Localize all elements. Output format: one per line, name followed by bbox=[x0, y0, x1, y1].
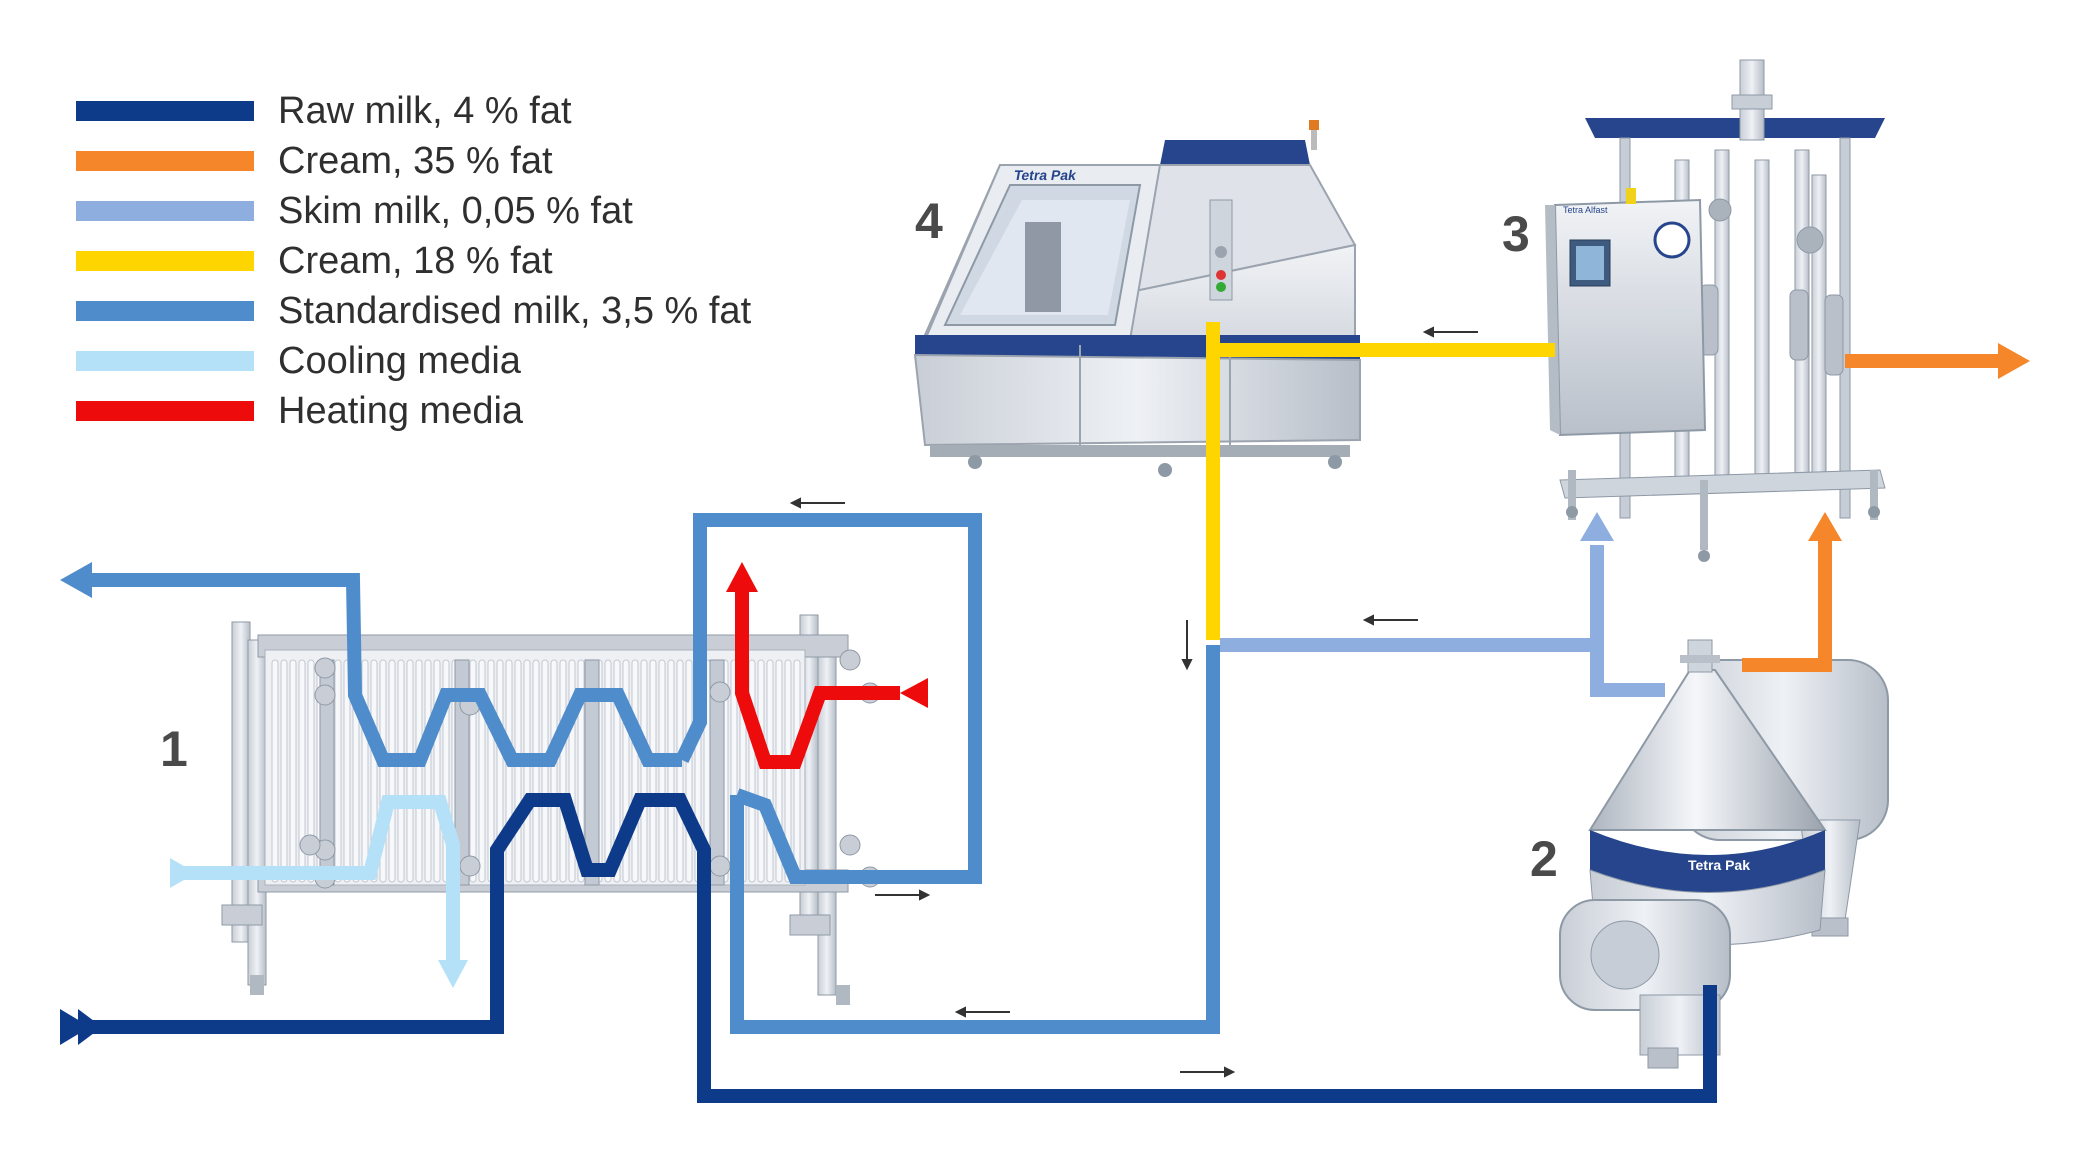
direction-arrow-down bbox=[1181, 620, 1193, 671]
arrowhead-raw-milk-in bbox=[60, 1009, 90, 1045]
legend-item-raw-milk: Raw milk, 4 % fat bbox=[76, 88, 836, 138]
flow-cream-35 bbox=[1742, 530, 1832, 672]
heat-exchanger-plate bbox=[514, 659, 522, 883]
legend-swatch bbox=[76, 301, 254, 321]
heat-exchanger-plate bbox=[559, 659, 567, 883]
heat-exchanger-plate bbox=[748, 659, 756, 883]
heat-exchanger-plate bbox=[361, 659, 369, 883]
unit-number-3: 3 bbox=[1502, 206, 1530, 262]
legend: Raw milk, 4 % fat Cream, 35 % fat Skim m… bbox=[76, 88, 836, 438]
legend-label: Cream, 18 % fat bbox=[278, 240, 553, 282]
heat-exchanger-plate bbox=[541, 659, 549, 883]
legend-label: Heating media bbox=[278, 390, 524, 432]
arrowhead-cream-35-in bbox=[1808, 512, 1842, 541]
heat-exchanger-plate bbox=[343, 659, 351, 883]
heat-exchanger-plate bbox=[550, 659, 558, 883]
flow-heating-media bbox=[735, 590, 900, 769]
arrowhead-cream-35-out bbox=[1998, 343, 2030, 379]
heat-exchanger-plate bbox=[631, 659, 639, 883]
legend-label: Standardised milk, 3,5 % fat bbox=[278, 290, 752, 332]
arrowhead-cooling-in bbox=[170, 858, 196, 888]
heat-exchanger-plate bbox=[289, 659, 297, 883]
direction-arrows bbox=[789, 326, 1478, 1078]
flow-standardised-lower bbox=[734, 788, 825, 884]
legend-label: Skim milk, 0,05 % fat bbox=[278, 190, 633, 232]
flow-raw-milk bbox=[88, 793, 1717, 1103]
arrowhead-heating-in bbox=[900, 678, 928, 708]
legend-item-cream-35: Cream, 35 % fat bbox=[76, 138, 836, 188]
arrowhead-skim-milk bbox=[1580, 512, 1614, 541]
standardisation-unit: Tetra Alfast bbox=[1545, 59, 1886, 562]
arrowhead-cooling-out bbox=[438, 960, 468, 988]
unit-number-2: 2 bbox=[1530, 831, 1558, 887]
heat-exchanger-plate bbox=[784, 659, 792, 883]
legend-item-skim-milk: Skim milk, 0,05 % fat bbox=[76, 188, 836, 238]
legend-swatch bbox=[76, 251, 254, 271]
heat-exchanger-plate bbox=[469, 659, 477, 883]
legend-swatch bbox=[76, 101, 254, 121]
legend-swatch bbox=[76, 401, 254, 421]
heat-exchanger-plate bbox=[658, 659, 666, 883]
direction-arrow-right bbox=[875, 889, 931, 901]
heat-exchanger-plate bbox=[685, 659, 693, 883]
direction-arrow-left bbox=[789, 497, 845, 509]
unit-number-4: 4 bbox=[915, 193, 943, 249]
heat-exchanger-plate bbox=[397, 659, 405, 883]
heat-exchanger-plate bbox=[433, 659, 441, 883]
separator: Tetra Pak bbox=[1559, 639, 1889, 1069]
arrowhead-raw-milk-in-2 bbox=[78, 1009, 102, 1045]
heat-exchanger-plate bbox=[424, 659, 432, 883]
heat-exchanger-plate bbox=[613, 659, 621, 883]
legend-label: Cooling media bbox=[278, 340, 521, 382]
heat-exchanger-plate bbox=[649, 659, 657, 883]
heat-exchanger-plate bbox=[307, 659, 315, 883]
standardisation-unit-brand: Tetra Alfast bbox=[1563, 205, 1608, 215]
unit-number-1: 1 bbox=[160, 721, 188, 777]
legend-item-cream-18: Cream, 18 % fat bbox=[76, 238, 836, 288]
filling-machine-brand: Tetra Pak bbox=[1013, 167, 1078, 183]
direction-arrow-left bbox=[954, 1006, 1010, 1018]
direction-arrow-right bbox=[1180, 1066, 1236, 1078]
heat-exchanger-plate bbox=[532, 659, 540, 883]
flow-standardised-loop bbox=[675, 513, 982, 884]
legend-swatch bbox=[76, 151, 254, 171]
legend-label: Raw milk, 4 % fat bbox=[278, 90, 572, 132]
heat-exchanger-plate bbox=[757, 659, 765, 883]
legend-label: Cream, 35 % fat bbox=[278, 140, 553, 182]
heat-exchanger-plate bbox=[766, 659, 774, 883]
arrowhead-standardised-out bbox=[60, 562, 92, 598]
legend-swatch bbox=[76, 201, 254, 221]
legend-item-heating-media: Heating media bbox=[76, 388, 836, 438]
heat-exchanger-plate bbox=[505, 659, 513, 883]
heat-exchanger-plate bbox=[604, 659, 612, 883]
heat-exchanger-plate bbox=[640, 659, 648, 883]
heat-exchanger-plate bbox=[334, 659, 342, 883]
flow-skim-milk bbox=[1590, 545, 1665, 697]
heat-exchanger-plate bbox=[271, 659, 279, 883]
legend-item-cooling-media: Cooling media bbox=[76, 338, 836, 388]
arrowhead-heating-out bbox=[726, 562, 758, 592]
separator-brand: Tetra Pak bbox=[1688, 857, 1750, 873]
direction-arrow-left bbox=[1362, 614, 1418, 626]
heat-exchanger-plate bbox=[298, 659, 306, 883]
direction-arrow-left bbox=[1422, 326, 1478, 338]
heat-exchanger-plate bbox=[280, 659, 288, 883]
heat-exchanger-plate bbox=[676, 659, 684, 883]
heat-exchanger-plate bbox=[667, 659, 675, 883]
plate-heat-exchanger bbox=[221, 614, 881, 1005]
filling-machine: Tetra Pak bbox=[913, 120, 1361, 477]
flow-cooling-media bbox=[178, 795, 460, 960]
heat-exchanger-plate bbox=[523, 659, 531, 883]
flow-standardised-return bbox=[730, 645, 1220, 1034]
heat-exchanger-plate bbox=[415, 659, 423, 883]
heat-exchanger-plate bbox=[406, 659, 414, 883]
heat-exchanger-plate bbox=[388, 659, 396, 883]
legend-item-standardised-milk: Standardised milk, 3,5 % fat bbox=[76, 288, 836, 338]
flow-standardised-plates bbox=[88, 573, 682, 767]
flow-lines bbox=[60, 322, 2030, 1103]
legend-swatch bbox=[76, 351, 254, 371]
heat-exchanger-plate bbox=[793, 659, 801, 883]
